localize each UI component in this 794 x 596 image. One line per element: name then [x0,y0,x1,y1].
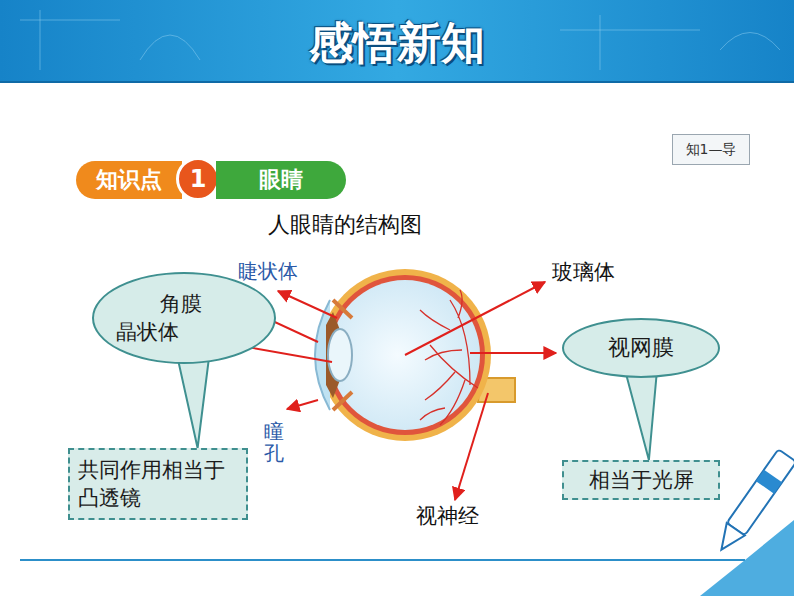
note-box: 共同作用相当于凸透镜 [68,448,248,520]
topic-tag: 眼睛 [216,161,346,199]
topic-number: 1 [176,157,220,201]
node-text: 视网膜 [608,333,674,363]
node-text: 晶状体 [116,318,179,346]
note-box: 相当于光屏 [562,460,720,500]
callout-oval: 视网膜 [562,318,720,378]
part-label: 玻璃体 [552,258,615,286]
eye-illustration [315,269,515,441]
node-text: 共同作用相当于凸透镜 [78,456,238,513]
callout-bubble: 角膜晶状体 [92,272,276,364]
part-label: 睫状体 [238,258,298,285]
part-label: 瞳孔 [264,420,284,464]
node-text: 知1—导 [686,140,737,159]
part-label: 视神经 [416,502,479,530]
section-tag: 知1—导 [672,134,750,165]
bottom-rule [20,559,745,561]
callout-tail [625,370,657,460]
header-band [0,0,794,82]
callout-tail-shape [177,356,209,448]
header-rule [0,81,794,83]
callout-tail-shape [625,370,657,460]
node-text: 角膜 [116,290,202,318]
node-text: 相当于光屏 [589,466,694,494]
pen-icon [712,449,794,556]
page-title: 感悟新知 [0,14,794,73]
topic-tag: 知识点 [76,161,182,199]
diagram-heading: 人眼睛的结构图 [268,210,422,240]
callout-tail [177,356,209,448]
